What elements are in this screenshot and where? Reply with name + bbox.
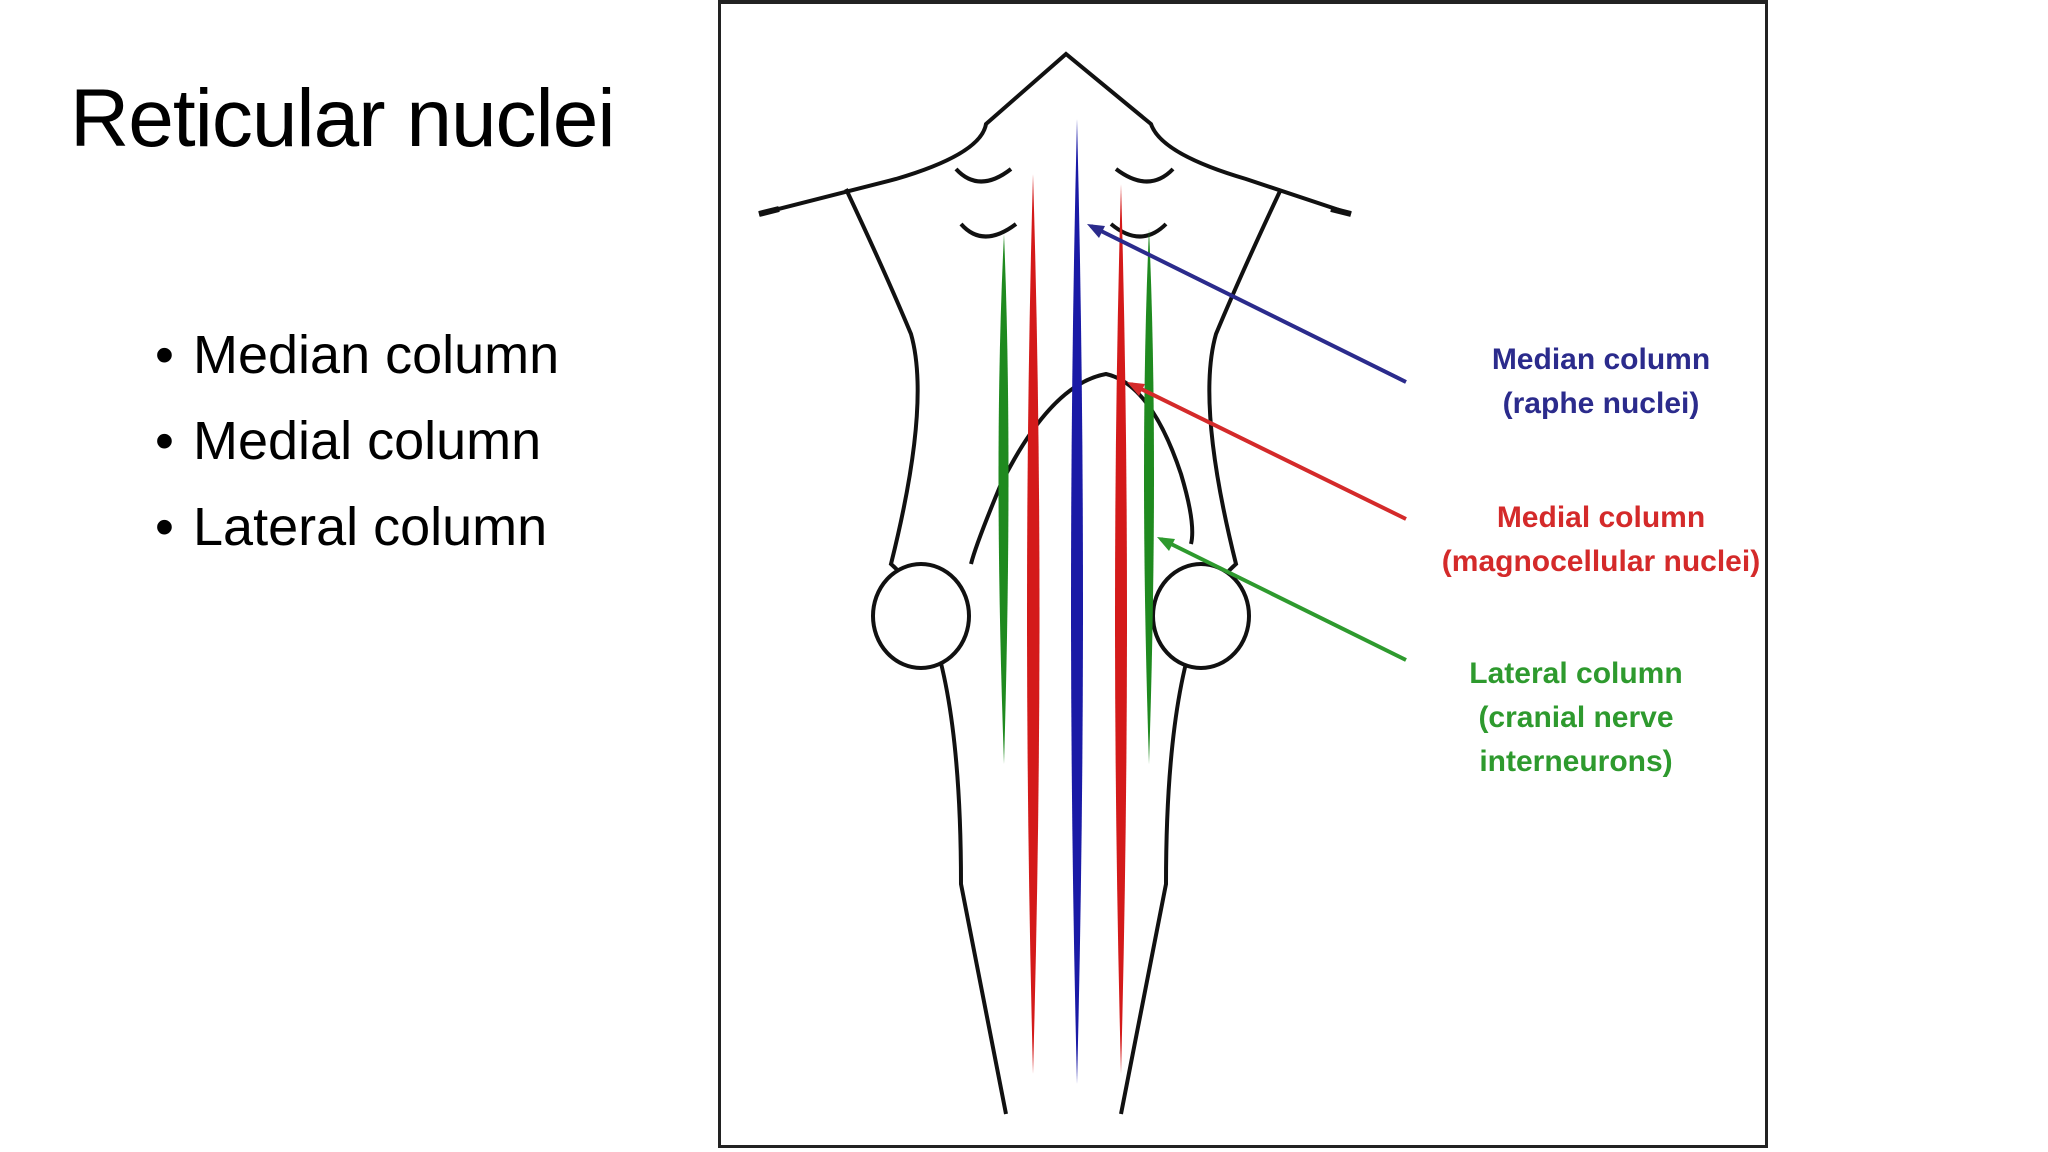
brainstem-diagram: Median column (raphe nuclei) Medial colu… — [718, 0, 1768, 1148]
arc-left-1 — [954, 167, 1013, 184]
bullet-list: Median column Medial column Lateral colu… — [155, 312, 559, 570]
pointer-median-head — [1087, 224, 1105, 238]
bullet-item: Median column — [155, 312, 559, 398]
label-lateral-line3: interneurons) — [1479, 745, 1673, 778]
peduncle-right — [1151, 562, 1251, 670]
arc-right-2 — [1109, 222, 1168, 239]
medial-column-left — [1027, 174, 1040, 1074]
outline-left — [844, 188, 1008, 1115]
pointer-medial — [1130, 382, 1407, 521]
arc-left-2 — [959, 222, 1018, 239]
label-medial: Medial column (magnocellular nuclei) — [1401, 496, 1801, 584]
label-median: Median column (raphe nuclei) — [1421, 338, 1781, 426]
label-median-line1: Median column — [1491, 343, 1711, 376]
pointer-lateral — [1160, 537, 1407, 662]
bullet-item: Medial column — [155, 398, 559, 484]
arc-right-1 — [1114, 167, 1175, 184]
median-column — [1071, 119, 1083, 1084]
lateral-column-right — [1144, 229, 1154, 764]
roof-tip-left — [758, 206, 780, 217]
label-medial-line1: Medial column — [1496, 501, 1706, 534]
roof-outline — [758, 51, 1352, 216]
brainstem-drawing — [758, 51, 1407, 1115]
slide-title: Reticular nuclei — [70, 73, 616, 164]
label-lateral-line2: (cranial nerve — [1478, 701, 1674, 734]
pointer-median — [1090, 224, 1407, 384]
lateral-column-left — [998, 234, 1009, 764]
outline-right — [1119, 188, 1283, 1115]
pointer-lateral-head — [1157, 537, 1175, 551]
label-lateral-line1: Lateral column — [1469, 657, 1683, 690]
label-medial-line2: (magnocellular nuclei) — [1441, 545, 1761, 578]
peduncle-left — [871, 562, 971, 670]
medial-column-right — [1115, 184, 1127, 1074]
label-lateral: Lateral column (cranial nerve interneuro… — [1406, 652, 1746, 784]
bullet-item: Lateral column — [155, 484, 559, 570]
label-median-line2: (raphe nuclei) — [1502, 387, 1700, 420]
inner-arch-left — [969, 483, 1003, 565]
roof-tip-right — [1330, 206, 1352, 217]
pointer-medial-head — [1127, 382, 1145, 396]
